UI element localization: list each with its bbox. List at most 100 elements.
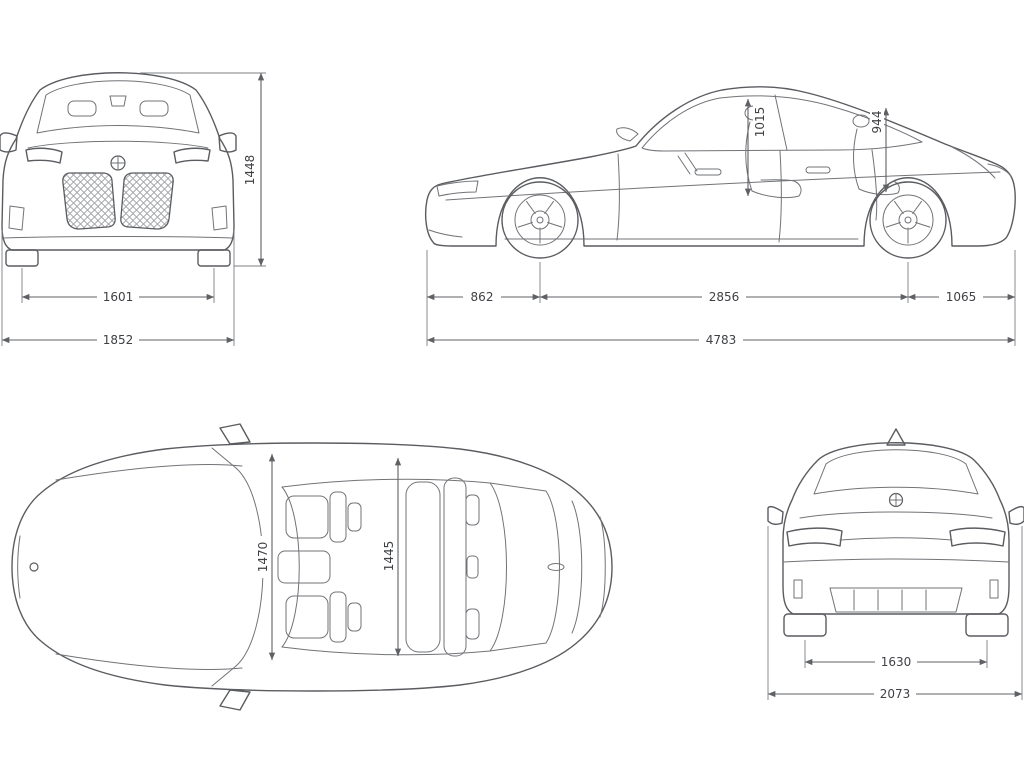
front-bumper-line bbox=[428, 229, 463, 238]
headlight-side bbox=[436, 180, 479, 197]
bumper-crease bbox=[782, 558, 1010, 563]
dim-overall-height: 1448 bbox=[243, 149, 257, 191]
rear-view-car-drawing bbox=[767, 428, 1024, 637]
rear-dimensions: 1630 2073 bbox=[767, 526, 1023, 701]
rear-bench-top bbox=[405, 477, 480, 657]
side-mirror-left bbox=[0, 132, 18, 153]
trunk-seam bbox=[951, 146, 996, 179]
air-intake-left bbox=[8, 205, 25, 231]
mirror-width-extension-lines bbox=[767, 526, 1023, 700]
dim-width-incl-mirrors: 2073 bbox=[874, 687, 916, 701]
center-console bbox=[277, 550, 331, 584]
dim-rear-interior-width: 1445 bbox=[382, 535, 396, 577]
character-line bbox=[445, 171, 1001, 201]
dim-label-overall-length: 4783 bbox=[706, 333, 737, 347]
rear-wheel bbox=[869, 181, 947, 259]
dim-label-front-overhang: 862 bbox=[471, 290, 494, 304]
front-view: 1448 1601 1852 bbox=[0, 72, 266, 347]
side-mirror bbox=[616, 127, 639, 142]
nose-inner-line bbox=[17, 535, 21, 599]
bumper-line bbox=[3, 236, 233, 239]
steering-wheel bbox=[677, 152, 698, 175]
wheel-spokes bbox=[885, 200, 931, 244]
kidney-grille-left bbox=[62, 172, 116, 230]
front-dimensions: 1448 1601 1852 bbox=[1, 72, 266, 347]
front-body-outline bbox=[1, 72, 235, 251]
hood-crease bbox=[27, 140, 209, 149]
front-wheel-left bbox=[5, 249, 39, 267]
dim-label-front-interior-width: 1470 bbox=[256, 542, 270, 573]
dim-label-rear-overhang: 1065 bbox=[946, 290, 977, 304]
top-body-outline bbox=[11, 442, 613, 692]
side-view: 1015 944 862 2856 1065 bbox=[424, 86, 1016, 347]
rear-door-seam bbox=[778, 150, 782, 243]
top-view-car-drawing bbox=[11, 423, 613, 711]
hood-crease-top bbox=[55, 464, 243, 481]
dim-label-overall-width: 1852 bbox=[103, 333, 134, 347]
rear-wheel-right bbox=[965, 613, 1009, 637]
fin-antenna-icon bbox=[886, 428, 906, 446]
side-body-outline bbox=[424, 86, 1016, 247]
dim-label-overall-height: 1448 bbox=[243, 155, 257, 186]
front-seats-top bbox=[285, 491, 362, 643]
taillight-connector bbox=[839, 537, 953, 541]
side-mirror-right bbox=[218, 132, 237, 153]
rear-mirror-left bbox=[767, 505, 784, 526]
top-dimensions: 1470 1445 bbox=[256, 453, 402, 661]
trunk-crease-top bbox=[571, 500, 583, 634]
dim-rear-track: 1630 bbox=[875, 655, 917, 669]
trunk-crease bbox=[799, 511, 993, 519]
bmw-roundel-icon-top bbox=[29, 562, 39, 572]
rear-body-outline bbox=[782, 442, 1010, 615]
mirror-top bbox=[219, 423, 251, 445]
dim-label-rear-track: 1630 bbox=[881, 655, 912, 669]
dim-label-width-incl-mirrors: 2073 bbox=[880, 687, 911, 701]
front-door-seam bbox=[616, 153, 620, 241]
rear-window bbox=[813, 449, 979, 495]
rear-window-sides bbox=[489, 482, 547, 652]
dim-label-front-headroom: 1015 bbox=[753, 107, 767, 138]
headrest-right bbox=[139, 100, 169, 117]
rear-view: 1630 2073 bbox=[767, 428, 1024, 701]
width-extension-lines bbox=[1, 230, 235, 346]
headrest-left bbox=[67, 100, 97, 117]
dim-front-interior-width: 1470 bbox=[256, 536, 270, 578]
fin-antenna-top bbox=[547, 563, 565, 571]
dim-label-rear-interior-width: 1445 bbox=[382, 541, 396, 572]
door-handle-front bbox=[694, 168, 722, 176]
dim-front-headroom: 1015 bbox=[753, 102, 767, 142]
air-intake-right bbox=[211, 205, 228, 231]
dim-label-rear-headroom: 944 bbox=[870, 111, 884, 134]
dim-overall-width: 1852 bbox=[97, 333, 139, 347]
side-dimensions: 1015 944 862 2856 1065 bbox=[426, 98, 1016, 347]
b-pillar bbox=[774, 94, 788, 151]
diffuser bbox=[829, 587, 963, 613]
windshield-header bbox=[281, 486, 300, 648]
bmw-roundel-icon-rear bbox=[888, 492, 904, 508]
front-wheel bbox=[501, 181, 579, 259]
dim-label-track-width: 1601 bbox=[103, 290, 134, 304]
taillight-right bbox=[949, 527, 1006, 547]
dim-rear-headroom: 944 bbox=[870, 106, 884, 138]
rear-window-rear-edge bbox=[545, 490, 560, 644]
dim-rear-overhang: 1065 bbox=[939, 290, 983, 304]
dim-front-overhang: 862 bbox=[463, 290, 501, 304]
dim-label-wheelbase: 2856 bbox=[709, 290, 740, 304]
wheel-spokes bbox=[517, 200, 563, 244]
bmw-roundel-icon bbox=[110, 155, 126, 171]
rearview-mirror bbox=[109, 95, 127, 107]
front-windshield bbox=[36, 80, 200, 134]
taillight-left bbox=[786, 527, 843, 547]
dim-track-width: 1601 bbox=[97, 290, 139, 304]
dim-overall-length: 4783 bbox=[699, 333, 743, 347]
side-view-car-drawing bbox=[424, 86, 1016, 259]
door-handle-rear bbox=[805, 166, 831, 174]
rear-window-front-edge bbox=[489, 482, 507, 652]
front-view-car-drawing bbox=[0, 72, 237, 267]
roof-side-lines bbox=[281, 478, 491, 656]
headlight-right bbox=[173, 147, 211, 164]
dim-wheelbase: 2856 bbox=[702, 290, 746, 304]
a-pillars bbox=[211, 447, 237, 687]
